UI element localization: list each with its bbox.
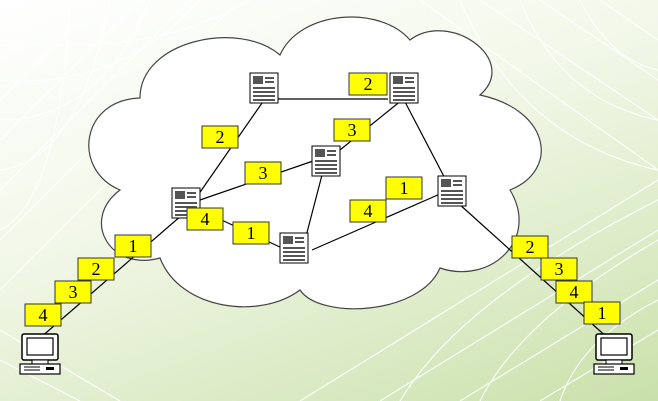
node-r6-server-icon [437,175,467,207]
svg-text:4: 4 [364,201,373,221]
svg-text:3: 3 [69,282,78,302]
svg-text:3: 3 [555,259,564,279]
packet: 1 [583,301,621,325]
link-r1-r4 [195,102,263,199]
link-r2-r6 [403,99,451,189]
node-r3-server-icon [311,145,341,177]
packet: 1 [114,234,152,258]
svg-text:2: 2 [526,237,535,257]
packet: 1 [385,176,423,200]
svg-text:2: 2 [216,127,225,147]
svg-text:4: 4 [201,209,210,229]
packet: 4 [186,207,224,231]
pc-right-computer-icon [593,333,635,375]
packet: 3 [333,118,371,142]
svg-text:1: 1 [129,236,138,256]
svg-text:1: 1 [400,178,409,198]
packet: 4 [24,303,62,327]
packet: 2 [201,125,239,149]
packet: 2 [77,257,115,281]
packet: 3 [54,280,92,304]
packet: 3 [244,161,282,185]
packet: 2 [511,235,549,259]
packet: 4 [555,280,593,304]
pc-left-computer-icon [19,333,61,375]
svg-text:4: 4 [570,282,579,302]
svg-text:2: 2 [92,259,101,279]
svg-text:3: 3 [259,163,268,183]
svg-text:2: 2 [364,74,373,94]
svg-text:4: 4 [39,305,48,325]
packet: 3 [540,257,578,281]
packet: 2 [348,72,388,96]
node-r1-server-icon [249,72,279,104]
svg-text:3: 3 [348,120,357,140]
node-r5-server-icon [279,232,309,264]
packet: 4 [349,199,387,223]
svg-text:1: 1 [598,303,607,323]
svg-text:1: 1 [247,223,256,243]
packet: 1 [232,221,270,245]
node-r2-server-icon [389,72,419,104]
